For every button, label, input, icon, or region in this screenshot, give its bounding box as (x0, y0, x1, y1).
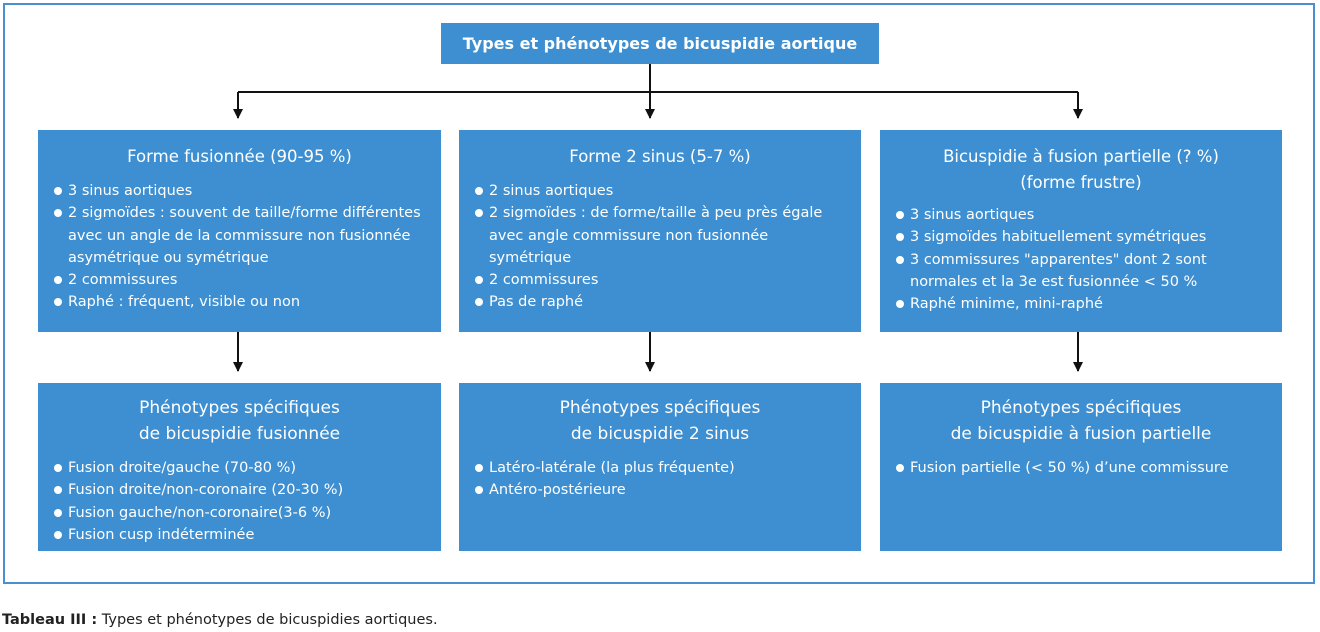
phenotype-heading-line: Phénotypes spécifiques (980, 398, 1182, 418)
phenotype-items: Fusion droite/gauche (70-80 %) Fusion dr… (38, 457, 441, 546)
phenotype-heading-line: de bicuspidie 2 sinus (570, 424, 750, 444)
phenotype-heading: Phénotypes spécifiques de bicuspidie 2 s… (459, 395, 861, 447)
phenotype-heading: Phénotypes spécifiques de bicuspidie fus… (38, 395, 441, 447)
list-item: 2 sigmoïdes : de forme/taille à peu près… (475, 202, 861, 269)
list-item: Fusion partielle (< 50 %) d’une commissu… (896, 457, 1282, 479)
type-box-fusion-partielle: Bicuspidie à fusion partielle (? %) (for… (880, 130, 1282, 332)
phenotype-heading-line: Phénotypes spécifiques (139, 398, 340, 418)
phenotype-items: Latéro-latérale (la plus fréquente) Anté… (459, 457, 861, 502)
phenotype-box-fusionnee: Phénotypes spécifiques de bicuspidie fus… (38, 383, 441, 551)
list-item: 2 commissures (54, 269, 441, 291)
list-item: Raphé minime, mini-raphé (896, 293, 1282, 315)
list-item: Fusion droite/non-coronaire (20-30 %) (54, 479, 441, 501)
list-item: Pas de raphé (475, 291, 861, 313)
type-items: 2 sinus aortiques 2 sigmoïdes : de forme… (459, 180, 861, 314)
list-item: 3 sinus aortiques (54, 180, 441, 202)
type-box-fusionnee: Forme fusionnée (90-95 %) 3 sinus aortiq… (38, 130, 441, 332)
type-items: 3 sinus aortiques 3 sigmoïdes habituelle… (880, 204, 1282, 315)
list-item: 2 sinus aortiques (475, 180, 861, 202)
diagram-frame (3, 3, 1315, 584)
list-item: Raphé : fréquent, visible ou non (54, 291, 441, 313)
phenotype-box-2-sinus: Phénotypes spécifiques de bicuspidie 2 s… (459, 383, 861, 551)
diagram-title: Types et phénotypes de bicuspidie aortiq… (441, 23, 879, 64)
phenotype-items: Fusion partielle (< 50 %) d’une commissu… (880, 457, 1282, 479)
phenotype-box-fusion-partielle: Phénotypes spécifiques de bicuspidie à f… (880, 383, 1282, 551)
list-item: 3 sigmoïdes habituellement symétriques (896, 226, 1282, 248)
list-item: 3 commissures "apparentes" dont 2 sont n… (896, 249, 1282, 294)
phenotype-heading-line: Phénotypes spécifiques (559, 398, 761, 418)
type-heading-line: Forme 2 sinus (5-7 %) (569, 147, 751, 166)
type-heading-line: Bicuspidie à fusion partielle (? %) (943, 147, 1219, 166)
list-item: Fusion gauche/non-coronaire(3-6 %) (54, 502, 441, 524)
type-heading: Forme fusionnée (90-95 %) (38, 144, 441, 170)
phenotype-heading-line: de bicuspidie fusionnée (138, 424, 341, 444)
type-heading: Bicuspidie à fusion partielle (? %) (for… (880, 144, 1282, 196)
type-heading-line: (forme frustre) (1020, 173, 1142, 192)
caption-label: Tableau III : (2, 612, 98, 628)
list-item: Fusion droite/gauche (70-80 %) (54, 457, 441, 479)
list-item: Latéro-latérale (la plus fréquente) (475, 457, 861, 479)
list-item: 2 sigmoïdes : souvent de taille/forme di… (54, 202, 441, 269)
list-item: 3 sinus aortiques (896, 204, 1282, 226)
type-heading-line: Forme fusionnée (90-95 %) (127, 147, 352, 166)
caption-text: Types et phénotypes de bicuspidies aorti… (97, 612, 438, 628)
type-heading: Forme 2 sinus (5-7 %) (459, 144, 861, 170)
figure-caption: Tableau III : Types et phénotypes de bic… (2, 612, 438, 628)
list-item: Fusion cusp indéterminée (54, 524, 441, 546)
phenotype-heading-line: de bicuspidie à fusion partielle (950, 424, 1212, 444)
list-item: Antéro-postérieure (475, 479, 861, 501)
phenotype-heading: Phénotypes spécifiques de bicuspidie à f… (880, 395, 1282, 447)
list-item: 2 commissures (475, 269, 861, 291)
type-box-2-sinus: Forme 2 sinus (5-7 %) 2 sinus aortiques … (459, 130, 861, 332)
type-items: 3 sinus aortiques 2 sigmoïdes : souvent … (38, 180, 441, 314)
